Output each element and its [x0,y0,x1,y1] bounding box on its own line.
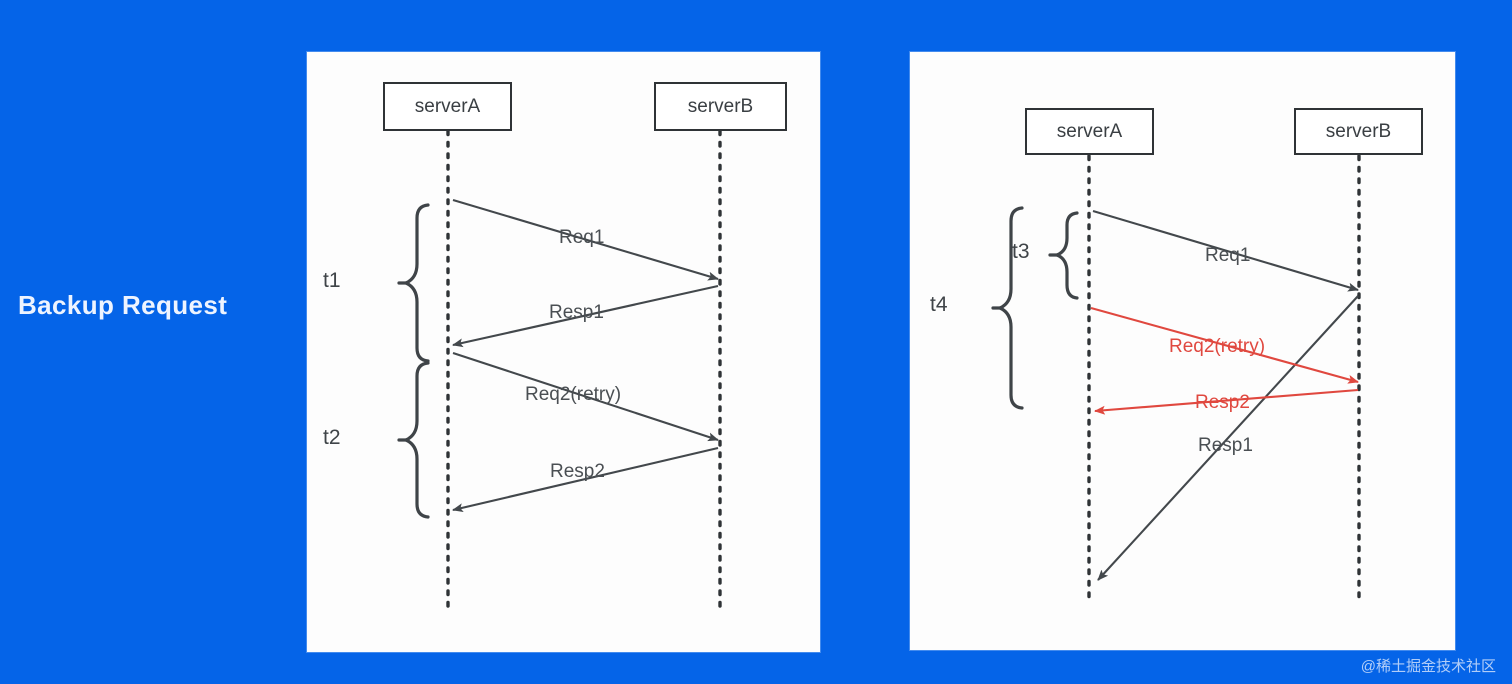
brace-t2 [402,361,430,519]
message-arrow-req1 [1092,209,1359,292]
message-arrow-req2 [452,352,719,442]
message-label-req1: Req1 [1205,245,1251,266]
left-diagram-svg [397,129,722,609]
right-diagram-svg [991,154,1361,606]
bracket-label-t1: t1 [323,269,341,292]
message-label-req2: Req2(retry) [1169,336,1266,357]
participant-box-serverA[interactable]: serverA [1025,108,1154,155]
participant-label-serverB: serverB [687,95,754,117]
message-label-req2: Req2(retry) [525,384,622,405]
message-label-resp1: Resp1 [1198,435,1253,456]
message-label-req1: Req1 [559,227,605,248]
message-arrow-resp1 [1097,295,1359,581]
message-label-resp2: Resp2 [550,461,605,482]
message-label-resp1: Resp1 [549,302,604,323]
bracket-label-t4: t4 [930,293,948,316]
message-arrow-req1 [452,198,719,281]
bracket-label-t2: t2 [323,426,341,449]
message-label-resp2: Resp2 [1195,392,1250,413]
message-arrow-resp2 [452,446,719,513]
participant-box-serverA[interactable]: serverA [383,82,512,131]
brace-t1 [402,203,430,363]
participant-label-serverA: serverA [1056,120,1123,142]
message-arrow-req2 [1090,306,1359,384]
diagram-panel-right: serverA serverB t4 t3 Req1 Req2(retry) R… [910,52,1455,650]
participant-box-serverB[interactable]: serverB [654,82,787,131]
bracket-label-t3: t3 [1012,240,1030,263]
diagram-panel-left: serverA serverB t1 t2 Req1 Resp1 Req2(re… [307,52,820,652]
page-title: Backup Request [18,290,228,320]
participant-label-serverB: serverB [1325,120,1392,142]
message-arrow-resp2 [1094,388,1359,415]
message-arrow-resp1 [452,284,719,348]
participant-box-serverB[interactable]: serverB [1294,108,1423,155]
watermark: @稀土掘金技术社区 [1360,658,1496,675]
participant-label-serverA: serverA [414,95,481,117]
brace-t4 [996,206,1024,410]
brace-t3 [1052,211,1079,300]
